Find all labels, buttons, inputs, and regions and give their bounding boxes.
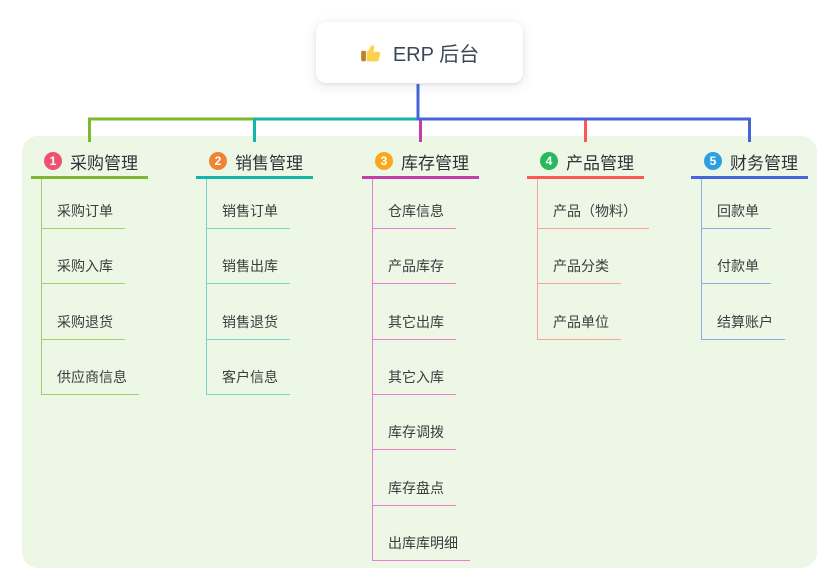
branch-number-badge: 2 — [209, 152, 227, 170]
child-node[interactable]: 付款单 — [701, 256, 771, 285]
child-node[interactable]: 销售出库 — [206, 256, 290, 285]
children-connector-line — [41, 179, 42, 395]
child-node[interactable]: 出库库明细 — [372, 533, 470, 561]
root-node[interactable]: ERP 后台 — [316, 22, 523, 83]
child-node[interactable]: 客户信息 — [206, 367, 290, 395]
root-node-label: ERP 后台 — [392, 44, 480, 66]
branch-title: 财务管理 — [730, 153, 798, 173]
child-node[interactable]: 结算账户 — [701, 312, 785, 340]
child-node[interactable]: 其它出库 — [372, 312, 456, 340]
branch-number-badge: 3 — [375, 152, 393, 170]
branch-title: 采购管理 — [70, 153, 138, 173]
child-node[interactable]: 回款单 — [701, 201, 771, 229]
branch-title: 库存管理 — [401, 153, 469, 173]
child-node[interactable]: 产品分类 — [537, 256, 621, 285]
child-node[interactable]: 销售退货 — [206, 312, 290, 340]
thumbs-up-icon — [360, 45, 381, 62]
child-node[interactable]: 采购订单 — [41, 201, 125, 229]
branch-number-badge: 1 — [44, 152, 62, 170]
child-node[interactable]: 其它入库 — [372, 367, 456, 395]
children-connector-line — [701, 179, 702, 340]
child-node[interactable]: 仓库信息 — [372, 201, 456, 229]
branch-title: 销售管理 — [235, 153, 303, 173]
child-node[interactable]: 产品库存 — [372, 256, 456, 285]
branch-header[interactable]: 3 库存管理 — [362, 146, 479, 179]
children-connector-line — [537, 179, 538, 340]
branch-number-badge: 4 — [540, 152, 558, 170]
child-node[interactable]: 库存盘点 — [372, 478, 456, 506]
child-node[interactable]: 供应商信息 — [41, 367, 139, 395]
branch-header[interactable]: 4 产品管理 — [527, 146, 644, 179]
child-node[interactable]: 库存调拨 — [372, 422, 456, 451]
children-connector-line — [206, 179, 207, 395]
branches-panel — [22, 136, 817, 568]
branch-title: 产品管理 — [566, 153, 634, 173]
branch-number-badge: 5 — [704, 152, 722, 170]
child-node[interactable]: 采购退货 — [41, 312, 125, 340]
children-connector-line — [372, 179, 373, 561]
child-node[interactable]: 产品单位 — [537, 312, 621, 340]
child-node[interactable]: 销售订单 — [206, 201, 290, 229]
child-node[interactable]: 产品（物料） — [537, 201, 649, 229]
branch-header[interactable]: 1 采购管理 — [31, 146, 148, 179]
branch-header[interactable]: 5 财务管理 — [691, 146, 808, 179]
branch-header[interactable]: 2 销售管理 — [196, 146, 313, 179]
child-node[interactable]: 采购入库 — [41, 256, 125, 285]
